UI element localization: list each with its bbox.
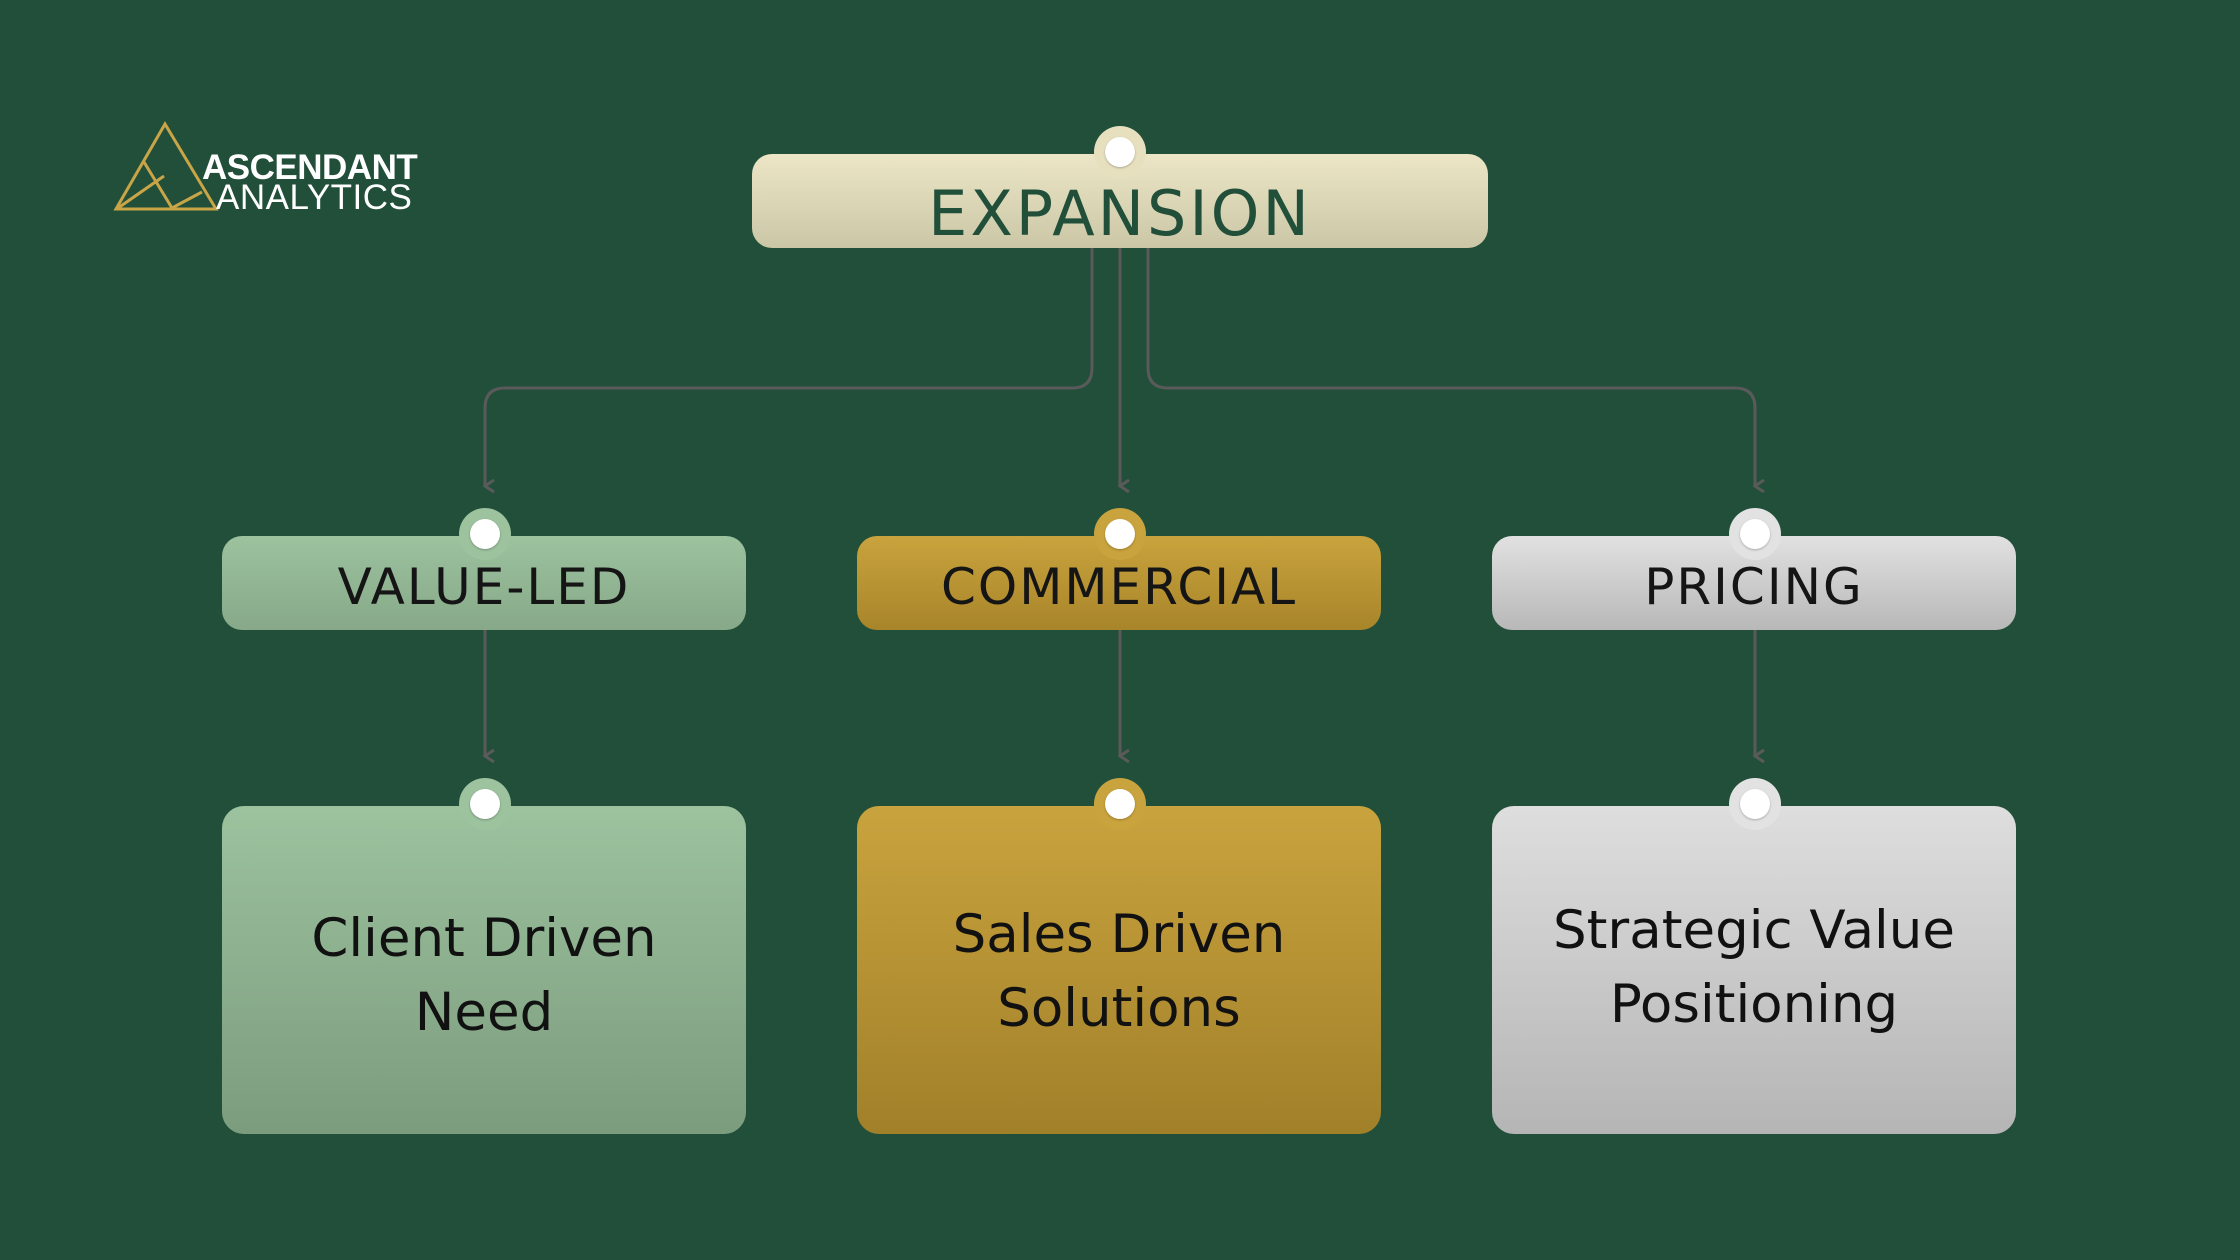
company-logo: ASCENDANT ANALYTICS bbox=[112, 118, 452, 218]
pricing-detail-text: Strategic Value Positioning bbox=[1553, 900, 1955, 1035]
expansion-pin-icon bbox=[1094, 126, 1146, 178]
value-led-detail-pin-icon bbox=[459, 778, 511, 830]
commercial-detail-pin-icon bbox=[1094, 778, 1146, 830]
logo-triangle-icon bbox=[113, 121, 219, 211]
pricing-detail-card: Strategic Value Positioning bbox=[1492, 806, 2016, 1134]
commercial-detail-card: Sales Driven Solutions bbox=[857, 806, 1381, 1134]
expansion-node-label: EXPANSION bbox=[928, 176, 1312, 250]
logo-wordmark-line-2: ANALYTICS bbox=[216, 178, 413, 217]
value-led-node: VALUE-LED bbox=[222, 536, 746, 630]
connector-root-to-pricing bbox=[1146, 248, 1755, 486]
commercial-pin-icon bbox=[1094, 508, 1146, 560]
value-led-label: VALUE-LED bbox=[337, 558, 631, 616]
logo-wordmark-line-1: ASCENDANT bbox=[202, 148, 418, 187]
pricing-label: PRICING bbox=[1644, 558, 1864, 616]
value-led-pin-icon bbox=[459, 508, 511, 560]
value-led-detail-card: Client Driven Need bbox=[222, 806, 746, 1134]
connector-root-to-value-led bbox=[485, 248, 1094, 486]
value-led-detail-text: Client Driven Need bbox=[311, 908, 657, 1043]
pricing-detail-pin-icon bbox=[1729, 778, 1781, 830]
pricing-pin-icon bbox=[1729, 508, 1781, 560]
commercial-label: COMMERCIAL bbox=[940, 558, 1298, 616]
commercial-detail-text: Sales Driven Solutions bbox=[952, 904, 1286, 1039]
